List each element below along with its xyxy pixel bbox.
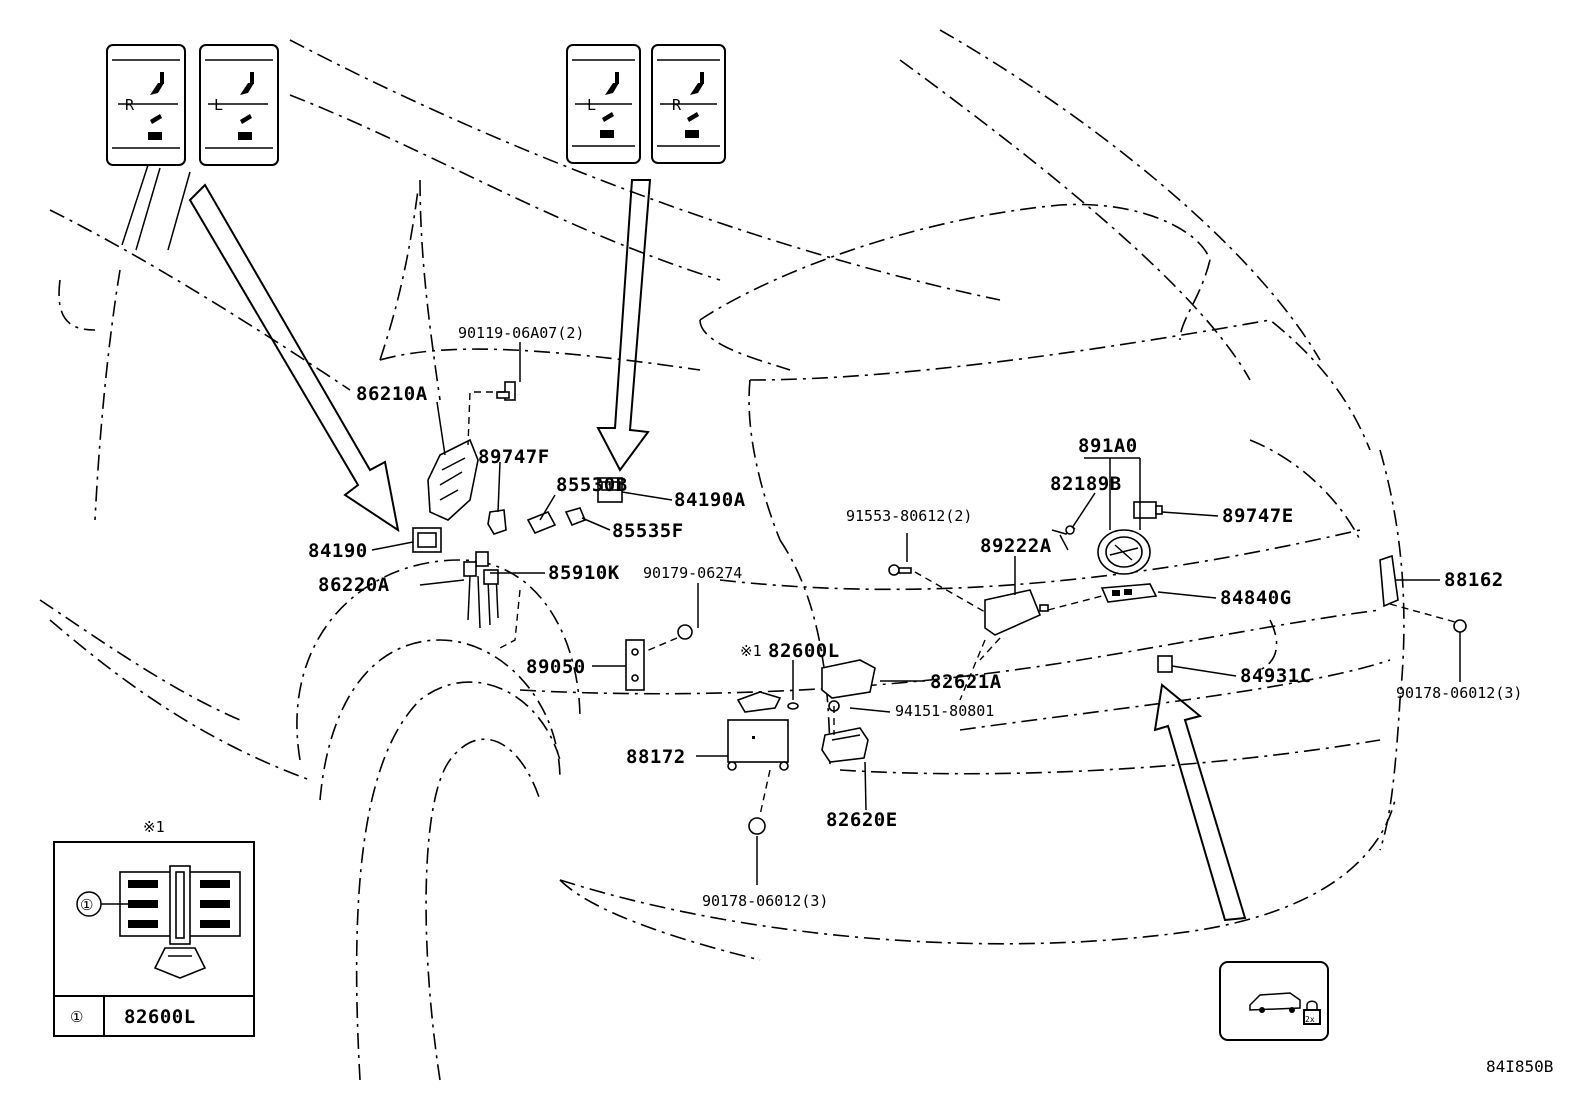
label-89050: 89050 (526, 656, 586, 678)
car-hatch-icon (1249, 992, 1301, 1011)
label-86220A: 86220A (318, 574, 390, 596)
lock-icon (1303, 1009, 1321, 1025)
label-82620E: 82620E (826, 809, 898, 831)
label-89747E: 89747E (1222, 505, 1294, 527)
sensor-89747E (1133, 501, 1157, 519)
socket-85535F (564, 507, 587, 527)
module-88162 (1379, 554, 1399, 608)
label-90179-06274: 90179-06274 (643, 564, 742, 582)
switch-84931C (1157, 655, 1173, 673)
label-84931C: 84931C (1240, 665, 1312, 687)
switch-letter: R (672, 96, 682, 114)
note-mark: ※1 (740, 642, 762, 660)
inset-ref-mark: ※1 (143, 818, 165, 836)
label-84840G: 84840G (1220, 587, 1292, 609)
lock-badge-text: 2x (1305, 1015, 1315, 1024)
diagram-code: 84I850B (1486, 1057, 1553, 1076)
switch-frame (651, 44, 726, 164)
switch-frame (199, 44, 279, 166)
label-84190A: 84190A (674, 489, 746, 511)
leader-lines (371, 342, 1461, 885)
seat-icon (600, 72, 619, 138)
grommet-90179 (677, 624, 693, 640)
connector-86220A (463, 561, 477, 577)
seat-switch-r-left: R (106, 44, 186, 166)
nut-90178-right (1453, 619, 1467, 633)
label-82621A: 82621A (930, 671, 1002, 693)
bolt-90119 (496, 381, 516, 401)
arrow-to-84190 (188, 183, 400, 533)
switch-letter: L (214, 96, 223, 114)
label-84190: 84190 (308, 540, 368, 562)
arrow-to-84931C (1153, 683, 1247, 922)
connector-85910K (475, 551, 489, 567)
label-89747F: 89747F (478, 446, 550, 468)
label-86210A: 86210A (356, 383, 428, 405)
bracket-86210A (427, 438, 479, 521)
module-88172 (727, 719, 789, 763)
switch-letter: L (587, 96, 596, 114)
seat-icon (148, 72, 164, 140)
clip-82600L (787, 702, 799, 710)
block-82620E (821, 727, 869, 763)
label-85910K: 85910K (548, 562, 620, 584)
bulb-85530B (526, 510, 557, 535)
switch-frame (566, 44, 641, 164)
label-85530B: 85530B (556, 474, 628, 496)
label-90178-06012-right: 90178-06012(3) (1396, 684, 1522, 702)
module-89222A (984, 589, 1042, 636)
seat-switch-l-center: L (566, 44, 641, 164)
seat-switch-l-left: L (199, 44, 279, 166)
label-88162: 88162 (1444, 569, 1504, 591)
seat-switch-group-left: R L (106, 44, 279, 166)
label-90178-06012-bottom: 90178-06012(3) (702, 892, 828, 910)
switch-letter: R (125, 96, 135, 114)
label-82189B: 82189B (1050, 473, 1122, 495)
module-89050 (625, 639, 645, 691)
label-91553-80612: 91553-80612(2) (846, 507, 972, 525)
part-labels: 90119-06A07(2) 86210A 89747F 85530B 8419… (308, 324, 1522, 910)
label-85535F: 85535F (612, 520, 684, 542)
lock-icon-box: 2x (1219, 961, 1329, 1041)
sensor-89747F (487, 509, 507, 535)
detail-inset: ※1 ① ① 82600L (53, 818, 255, 1037)
label-82600L: 82600L (768, 640, 840, 662)
lock-frame (1219, 961, 1329, 1041)
part-shapes (412, 381, 1467, 835)
label-88172: 88172 (626, 746, 686, 768)
nut-90178-bottom (748, 817, 766, 835)
seat-switch-group-center: L R (566, 44, 726, 164)
label-90119-06A07: 90119-06A07(2) (458, 324, 584, 342)
inset-callout-number: ① (80, 896, 93, 914)
seat-icon (685, 72, 704, 138)
block-82621A (821, 659, 876, 699)
label-94151-80801: 94151-80801 (895, 702, 994, 720)
label-891A0: 891A0 (1078, 435, 1138, 457)
bolt-91553 (888, 564, 912, 576)
inset-table-index: ① (70, 1008, 83, 1026)
clip-illustration (119, 865, 241, 979)
seat-icon (238, 72, 254, 140)
switch-frame (106, 44, 186, 166)
inset-table-part-no: 82600L (124, 1006, 196, 1028)
inset-frame (53, 841, 255, 1037)
pointer-arrows (121, 164, 1247, 922)
seat-switch-r-center: R (651, 44, 726, 164)
label-89222A: 89222A (980, 535, 1052, 557)
vehicle-body-outline (39, 29, 1405, 1081)
arrow-to-84190A (596, 179, 652, 472)
